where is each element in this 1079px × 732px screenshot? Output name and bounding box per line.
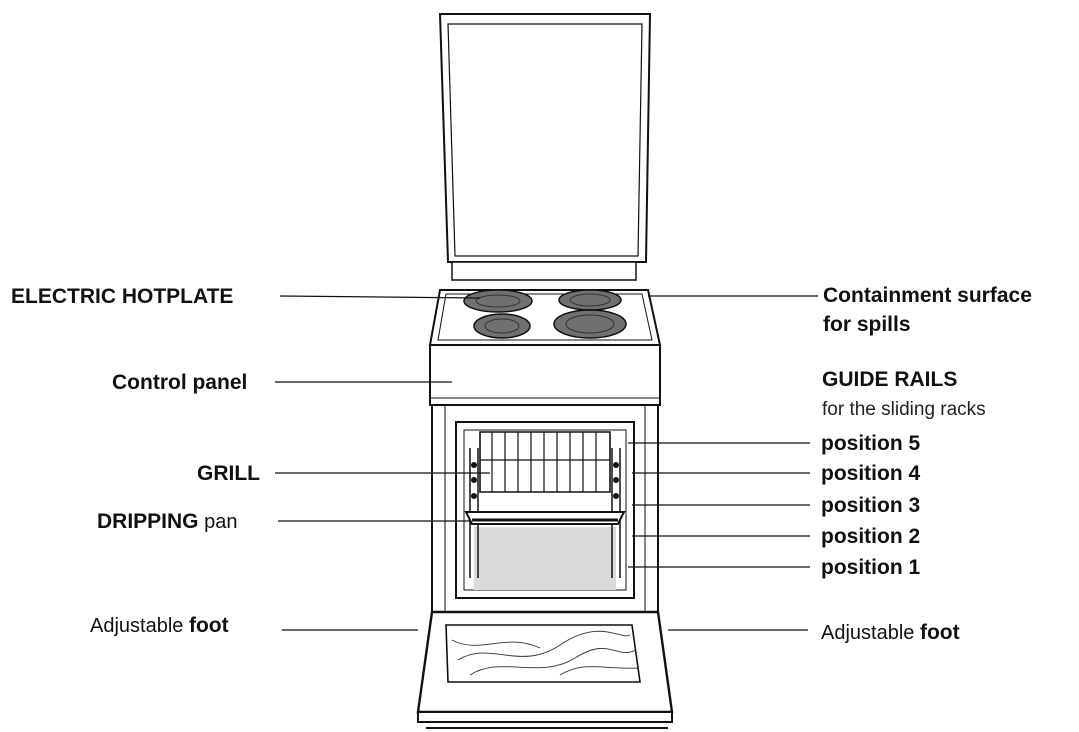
label-adjustable-foot-left: Adjustable foot [90, 615, 229, 636]
label-containment-line2: for spills [823, 314, 911, 335]
label-position-2: position 2 [821, 526, 920, 547]
label-position-5: position 5 [821, 433, 920, 454]
oven-shadow [474, 527, 616, 590]
lid-hinge-strip [452, 262, 636, 280]
label-containment-line1: Containment surface [823, 285, 1032, 306]
hotplate-front-right [554, 310, 626, 338]
label-dripping-bold: DRIPPING [97, 510, 199, 533]
label-foot-left-bold: foot [189, 614, 229, 637]
label-foot-right-normal: Adjustable [821, 622, 920, 644]
label-position-1: position 1 [821, 557, 920, 578]
label-foot-left-normal: Adjustable [90, 615, 189, 637]
label-position-4: position 4 [821, 463, 920, 484]
label-foot-right-bold: foot [920, 621, 960, 644]
control-panel [430, 345, 660, 405]
label-electric-hotplate: ELECTRIC HOTPLATE [11, 286, 233, 307]
label-control-panel: Control panel [112, 372, 247, 393]
hotplate-back-left [464, 290, 532, 312]
label-dripping-normal: pan [199, 511, 238, 533]
label-adjustable-foot-right: Adjustable foot [821, 622, 960, 643]
label-guide-rails-sub: for the sliding racks [822, 400, 986, 419]
label-position-3: position 3 [821, 495, 920, 516]
label-grill: GRILL [197, 463, 260, 484]
label-guide-rails: GUIDE RAILS [822, 369, 957, 390]
hotplate-front-left [474, 314, 530, 338]
hotplate-back-right [559, 290, 621, 310]
dripping-pan [466, 512, 624, 524]
lid [440, 14, 650, 262]
label-dripping-pan: DRIPPING pan [97, 511, 237, 532]
oven-door [418, 612, 672, 712]
